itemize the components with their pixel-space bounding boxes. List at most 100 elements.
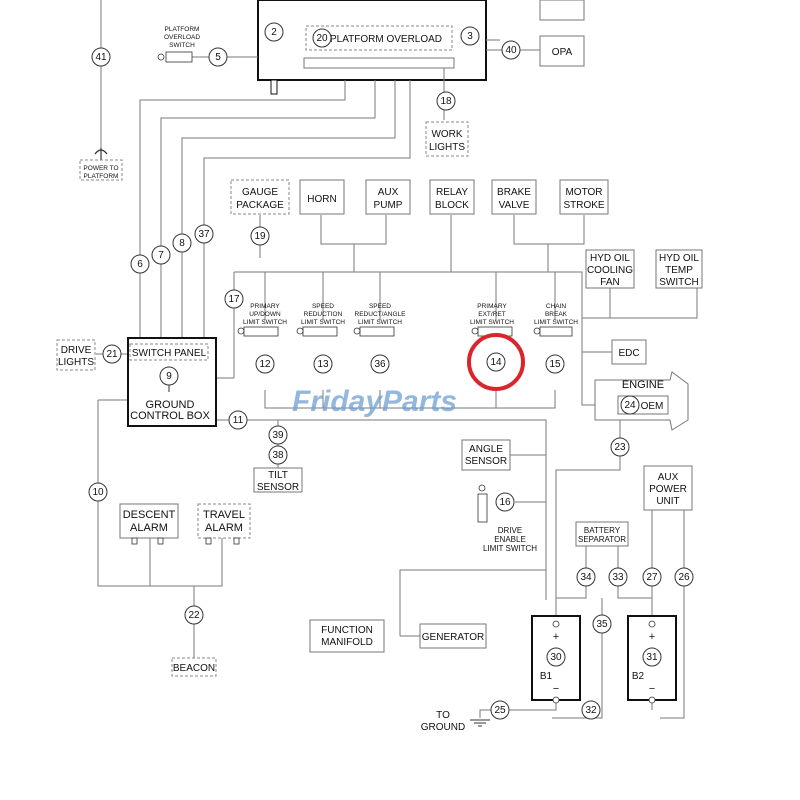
callout-31: 31 [642,647,662,667]
callout-12: 12 [255,354,275,374]
callout-3: 3 [460,26,480,46]
travel-alarm-box: TRAVEL ALARM [197,503,251,545]
callout-24: 24 [620,395,640,415]
edc-box: EDC [611,339,647,365]
callout-26: 26 [674,567,694,587]
callout-number: 10 [92,487,104,498]
svg-text:HORN: HORN [307,194,336,205]
limit-switch-labels: PRIMARY UP/DOWN LIMIT SWITCH SPEED REDUC… [243,303,578,326]
drive-enable-limit-switch: DRIVE ENABLE LIMIT SWITCH [477,484,537,553]
svg-text:PLATFORM OVERLOAD: PLATFORM OVERLOAD [330,34,442,45]
svg-text:+: + [553,631,559,643]
callout-number: 16 [499,497,511,508]
callout-number: 39 [272,430,284,441]
callout-number: 38 [272,450,284,461]
callout-19: 19 [250,226,270,246]
svg-text:GENERATOR: GENERATOR [422,632,484,643]
callout-number: 9 [166,371,172,382]
callout-21: 21 [102,344,122,364]
svg-text:MOTOR: MOTOR [565,187,602,198]
svg-text:LIMIT SWITCH: LIMIT SWITCH [301,319,345,326]
callout-10: 10 [88,482,108,502]
svg-text:REDUCTION: REDUCTION [304,311,343,318]
svg-text:EDC: EDC [618,348,639,359]
svg-text:LIMIT SWITCH: LIMIT SWITCH [483,544,537,553]
svg-text:COOLING: COOLING [587,265,633,276]
aux-pump-box: AUX PUMP [365,179,411,215]
limit-switch-symbols [237,326,573,337]
svg-text:TEMP: TEMP [665,265,693,276]
svg-text:PLATFORM: PLATFORM [165,26,200,33]
svg-text:B2: B2 [632,671,645,682]
svg-text:BEACON: BEACON [173,663,215,674]
callout-number: 15 [549,359,561,370]
svg-text:UNIT: UNIT [656,496,679,507]
callout-38: 38 [268,445,288,465]
function-manifold-box: FUNCTION MANIFOLD [309,619,385,653]
tilt-sensor-box: TILT SENSOR [253,467,303,493]
svg-text:HYD OIL: HYD OIL [659,253,699,264]
callout-number: 35 [596,619,608,630]
watermark: FridayParts [292,385,457,418]
svg-text:GROUND: GROUND [421,722,465,733]
svg-text:PRIMARY: PRIMARY [250,303,280,310]
svg-text:FUNCTION: FUNCTION [321,625,373,636]
svg-text:BRAKE: BRAKE [497,187,531,198]
callout-11: 11 [228,410,248,430]
highlight-ring [467,333,525,391]
callout-number: 41 [95,52,107,63]
callout-number: 20 [316,33,328,44]
svg-text:BATTERY: BATTERY [584,526,621,535]
callout-number: 24 [624,400,636,411]
angle-sensor-box: ANGLE SENSOR [461,439,511,471]
svg-text:OVERLOAD: OVERLOAD [164,34,200,41]
callout-number: 3 [467,31,473,42]
callout-17: 17 [224,289,244,309]
callout-41: 41 [91,47,111,67]
callout-30: 30 [546,647,566,667]
svg-text:DRIVE: DRIVE [498,526,522,535]
callout-number: 21 [106,349,118,360]
callout-number: 5 [215,52,221,63]
callout-number: 8 [179,238,185,249]
callout-number: 14 [490,357,502,368]
svg-text:+: + [649,631,655,643]
callout-number: 7 [158,250,164,261]
callout-number: 36 [374,359,386,370]
callout-number: 19 [254,231,266,242]
svg-text:BREAK: BREAK [545,311,568,318]
callout-7: 7 [151,245,171,265]
svg-text:PUMP: PUMP [374,200,403,211]
callout-number: 27 [646,572,658,583]
svg-text:UP/DOWN: UP/DOWN [249,311,281,318]
callout-14: 14 [486,352,506,372]
to-ground-label: TO GROUND [421,710,465,733]
callout-16: 16 [495,492,515,512]
relay-block-box: RELAY BLOCK [429,179,475,215]
hyd-oil-temp-switch-box: HYD OIL TEMP SWITCH [655,249,703,289]
svg-text:LIMIT SWITCH: LIMIT SWITCH [243,319,287,326]
top-right-box [539,0,585,21]
svg-text:GAUGE: GAUGE [242,187,278,198]
callout-number: 30 [550,652,562,663]
svg-text:SENSOR: SENSOR [257,482,299,493]
svg-text:LIGHTS: LIGHTS [429,142,465,153]
callout-number: 17 [228,294,240,305]
descent-alarm-box: DESCENT ALARM [119,503,179,545]
work-lights-box: WORK LIGHTS [425,121,469,157]
svg-text:PRIMARY: PRIMARY [477,303,507,310]
drive-lights-box: DRIVE LIGHTS [56,339,96,371]
svg-text:VALVE: VALVE [499,200,530,211]
svg-text:POWER TO: POWER TO [83,165,118,172]
svg-text:ENGINE: ENGINE [622,379,664,391]
battery-separator-box: BATTERY SEPARATOR [575,521,629,547]
svg-text:TILT: TILT [268,470,288,481]
callout-number: 11 [233,415,244,426]
callout-2: 2 [264,22,284,42]
svg-text:LIMIT SWITCH: LIMIT SWITCH [470,319,514,326]
callout-number: 23 [614,442,626,453]
callout-number: 12 [259,359,271,370]
svg-text:FridayParts: FridayParts [292,385,457,418]
